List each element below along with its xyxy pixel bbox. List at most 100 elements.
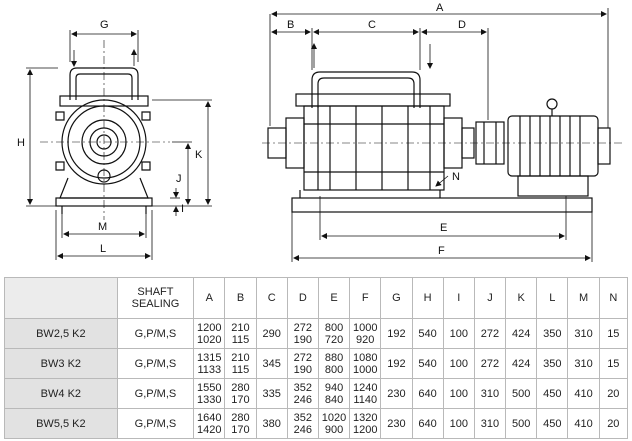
model-cell: BW3 K2 [4,348,118,379]
cell-K: 424 [505,318,538,349]
cell-G: 230 [380,408,413,439]
cell-N: 20 [598,378,629,409]
cell-D-bottom: 190 [293,333,313,346]
cell-D-top: 272 [293,321,313,334]
cell-A-top: 1550 [197,381,222,394]
cell-A-bottom: 1330 [197,393,222,406]
dim-label-G: G [100,19,109,31]
cell-I: 100 [442,378,475,409]
cell-L: 350 [536,348,569,379]
dim-label-I: I [181,203,184,215]
header-N: N [598,277,629,319]
cell-M: 410 [567,408,600,439]
cell-D-top: 352 [293,411,313,424]
dim-label-J: J [176,173,182,185]
cell-K: 424 [505,348,538,379]
dim-label-K: K [195,149,203,161]
cell-G: 230 [380,378,413,409]
cell-A-top: 1640 [197,411,222,424]
cell-E-top: 880 [324,351,344,364]
cell-D-bottom: 246 [293,393,313,406]
cell-B-top: 210 [231,321,250,334]
header-E: E [317,277,351,319]
header-shaft-line2: SEALING [131,298,180,310]
cell-K: 500 [505,378,538,409]
cell-B-bottom: 170 [231,393,250,406]
technical-drawing: G H K J I M L [17,2,624,262]
cell-E-bottom: 900 [324,423,344,436]
cell-I: 100 [442,408,475,439]
dim-label-C: C [368,19,376,31]
cell-M: 410 [567,378,600,409]
cell-B-top: 280 [231,411,250,424]
header-shaft-sealing: SHAFT SEALING [116,277,195,319]
cell-F-bottom: 1140 [353,393,378,406]
cell-H: 540 [411,348,444,379]
cell-C: 335 [255,378,288,409]
cell-A-bottom: 1020 [197,333,222,346]
header-L: L [536,277,569,319]
cell-H: 640 [411,408,444,439]
cell-N: 15 [598,318,629,349]
header-H: H [411,277,444,319]
cell-M: 310 [567,348,600,379]
sealing-cell: G,P/M,S [116,348,195,379]
cell-D-top: 352 [293,381,313,394]
sealing-cell: G,P/M,S [116,318,195,349]
header-F: F [349,277,382,319]
cell-L: 350 [536,318,569,349]
header-blank [4,277,118,319]
cell-A-bottom: 1420 [197,423,222,436]
header-K: K [505,277,538,319]
dim-label-N: N [452,171,460,183]
dim-label-L: L [100,243,106,255]
cell-K: 500 [505,408,538,439]
dim-label-E: E [440,222,447,234]
model-cell: BW2,5 K2 [4,318,118,349]
header-G: G [380,277,413,319]
cell-D-bottom: 190 [293,363,313,376]
cell-F-bottom: 1200 [352,423,378,436]
dim-label-D: D [458,19,466,31]
cell-L: 450 [536,408,569,439]
cell-B-top: 280 [231,381,250,394]
cell-N: 15 [598,348,629,379]
table-header-row: SHAFT SEALING A B C D E F G H I J K L M … [4,277,629,319]
header-A: A [193,277,226,319]
cell-N: 20 [598,408,629,439]
cell-F-bottom: 920 [356,333,375,346]
dim-label-H: H [17,137,25,149]
cell-F-top: 1000 [352,321,378,334]
side-view [267,71,611,213]
cell-C: 290 [255,318,288,349]
cell-A-top: 1200 [197,321,222,334]
cell-F-bottom: 1000 [352,363,378,376]
cell-F-top: 1320 [352,411,378,424]
cell-M: 310 [567,318,600,349]
cell-B-bottom: 170 [231,423,250,436]
cell-I: 100 [442,348,475,379]
model-cell: BW4 K2 [4,378,118,409]
cell-E-top: 1020 [321,411,347,424]
cell-G: 192 [380,348,413,379]
header-J: J [473,277,507,319]
sealing-cell: G,P/M,S [116,378,195,409]
cell-D-bottom: 246 [293,423,313,436]
header-M: M [567,277,600,319]
